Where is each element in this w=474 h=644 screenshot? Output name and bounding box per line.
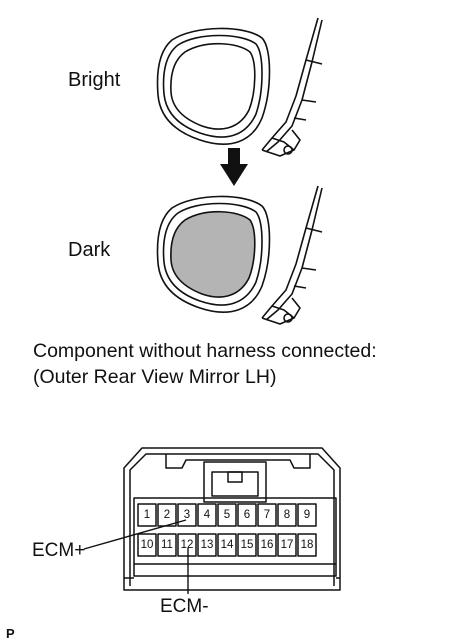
- connector-drawing: [83, 447, 341, 594]
- caption-line-2: (Outer Rear View Mirror LH): [33, 366, 277, 388]
- ecm-minus-label: ECM-: [160, 596, 209, 617]
- pin-label: 18: [301, 539, 314, 551]
- pin-label: 4: [204, 509, 211, 521]
- mirror-dark-illustration: [156, 185, 323, 325]
- dark-label: Dark: [68, 239, 111, 261]
- pin-label: 2: [164, 509, 170, 521]
- pin-label: 14: [221, 539, 234, 551]
- caption-line-1: Component without harness connected:: [33, 340, 377, 362]
- pin-label: 12: [181, 539, 194, 551]
- pin-label: 9: [304, 509, 310, 521]
- pin-label: 13: [201, 539, 214, 551]
- pin-label: 11: [161, 539, 173, 551]
- pin-label: 1: [144, 509, 150, 521]
- ecm-plus-label: ECM+: [32, 540, 86, 561]
- pin-grid: [137, 503, 317, 557]
- pin-label: 16: [261, 539, 274, 551]
- pin-label: 17: [281, 539, 294, 551]
- bright-label: Bright: [68, 69, 121, 91]
- down-arrow-icon: [220, 148, 248, 186]
- pin-label: 3: [184, 509, 190, 521]
- pin-label: 6: [244, 509, 250, 521]
- pin-label: 7: [264, 509, 270, 521]
- pin-label: 15: [241, 539, 254, 551]
- pin-label: 8: [284, 509, 290, 521]
- pin-label: 10: [141, 539, 154, 551]
- pin-number-labels: 1 2 3 4 5 6 7 8 9 10 11 12 13 14 15 16 1…: [141, 509, 314, 551]
- mirror-bright-illustration: [156, 17, 323, 157]
- corner-mark: P: [6, 626, 15, 641]
- ecm-plus-leader-line: [83, 519, 187, 550]
- pin-label: 5: [224, 509, 230, 521]
- component-caption: Component without harness connected: (Ou…: [33, 338, 377, 390]
